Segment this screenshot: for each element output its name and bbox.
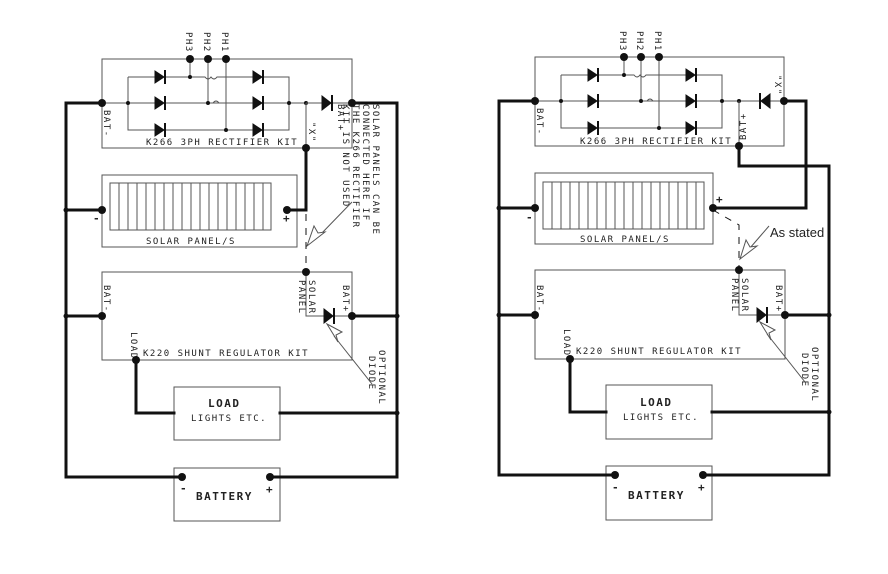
ph3-terminal[interactable] — [620, 53, 628, 61]
left-diagram: PH3 PH2 PH1 BAT- BAT+ "X" K266 3PH RECTI… — [63, 32, 400, 522]
solar-pos-label: + — [716, 193, 723, 206]
rect-bat-neg-label: BAT- — [534, 108, 544, 136]
diode-icon — [154, 70, 166, 84]
diode-icon — [154, 96, 166, 110]
ph1-terminal[interactable] — [655, 53, 663, 61]
load-box — [173, 386, 281, 441]
reg-solar-label: SOLAR — [306, 280, 316, 315]
ph3-label: PH3 — [183, 32, 193, 53]
load-subtitle: LIGHTS ETC. — [191, 414, 267, 424]
regulator-title: K220 SHUNT REGULATOR KIT — [576, 347, 742, 357]
battery-box — [605, 465, 713, 521]
reg-panel-label: PANEL — [729, 278, 739, 313]
svg-text:OPTIONAL: OPTIONAL — [809, 347, 819, 402]
load-title: LOAD — [640, 396, 673, 409]
x-label: "X" — [306, 122, 316, 143]
ph3-label: PH3 — [617, 31, 627, 52]
solar-note: SOLAR PANELS CAN BE CONNECTED HERE IF TH… — [340, 104, 380, 235]
diode-icon — [685, 94, 697, 108]
diode-icon — [587, 94, 599, 108]
svg-text:CONNECTED HERE IF: CONNECTED HERE IF — [360, 104, 370, 222]
right-diagram: PH3 PH2 PH1 BAT- BAT+ "X" K266 3PH RECTI… — [496, 31, 832, 521]
diode-icon — [252, 96, 264, 110]
battery-neg-label: - — [612, 481, 619, 494]
diode-icon — [685, 121, 697, 135]
battery-title: BATTERY — [628, 489, 685, 502]
load-title: LOAD — [208, 397, 241, 410]
svg-text:DIODE: DIODE — [799, 353, 809, 388]
ph2-label: PH2 — [634, 31, 644, 52]
rectifier-bridge — [535, 57, 784, 146]
reg-load-label: LOAD — [561, 329, 571, 357]
reg-solar-label: SOLAR — [739, 278, 749, 313]
note-arrow-icon — [305, 201, 353, 248]
diode-icon — [252, 70, 264, 84]
svg-text:SOLAR PANELS CAN BE: SOLAR PANELS CAN BE — [370, 104, 380, 235]
rect-bat-pos-label: BAT+ — [739, 112, 749, 140]
solar-neg-label: - — [526, 211, 533, 224]
reg-load-label: LOAD — [128, 332, 138, 360]
ph3-terminal[interactable] — [186, 55, 194, 63]
optional-diode-note: OPTIONAL DIODE — [799, 347, 819, 402]
svg-text:THE K266 RECTIFIER: THE K266 RECTIFIER — [350, 104, 360, 229]
battery-pos-label: + — [698, 481, 705, 494]
regulator-title: K220 SHUNT REGULATOR KIT — [143, 349, 309, 359]
load-subtitle: LIGHTS ETC. — [623, 413, 699, 423]
as-stated-annotation: As stated — [770, 225, 824, 240]
battery-box — [173, 467, 281, 522]
reg-bat-pos-label: BAT+ — [340, 285, 350, 313]
ph1-label: PH1 — [219, 32, 229, 53]
diode-icon — [321, 94, 333, 112]
rectifier-bridge — [102, 59, 352, 148]
ph2-terminal[interactable] — [204, 55, 212, 63]
wiring — [497, 99, 831, 477]
solar-title: SOLAR PANEL/S — [580, 235, 670, 245]
diode-icon — [685, 68, 697, 82]
x-label: "X" — [772, 75, 782, 96]
solar-cell-lines — [551, 182, 697, 229]
reversed-diode-icon — [759, 92, 771, 110]
diode-icon — [252, 123, 264, 137]
optional-arrow-icon — [758, 320, 806, 383]
wiring — [64, 101, 399, 479]
reg-panel-label: PANEL — [296, 280, 306, 315]
reg-bat-neg-label: BAT- — [101, 285, 111, 313]
reg-bat-neg-label: BAT- — [534, 285, 544, 313]
optional-diode-icon — [756, 306, 768, 324]
rectifier-title: K266 3PH RECTIFIER KIT — [146, 138, 298, 148]
svg-text:OPTIONAL: OPTIONAL — [376, 350, 386, 405]
reg-bat-pos-label: BAT+ — [773, 285, 783, 313]
optional-arrow-icon — [325, 322, 373, 385]
rect-bat-pos-label: BAT+ — [335, 104, 345, 132]
rect-bat-neg-label: BAT- — [101, 110, 111, 138]
solar-cell-lines — [118, 183, 264, 230]
ph2-terminal[interactable] — [637, 53, 645, 61]
diode-icon — [587, 68, 599, 82]
rectifier-title: K266 3PH RECTIFIER KIT — [580, 137, 732, 147]
load-box — [605, 384, 713, 440]
solar-neg-label: - — [93, 212, 100, 225]
junctions — [63, 99, 400, 481]
svg-text:DIODE: DIODE — [366, 356, 376, 391]
optional-diode-icon — [323, 307, 335, 325]
ph1-label: PH1 — [652, 31, 662, 52]
ph1-terminal[interactable] — [222, 55, 230, 63]
solar-pos-label: + — [283, 212, 290, 225]
diode-icon — [587, 121, 599, 135]
solar-title: SOLAR PANEL/S — [146, 237, 236, 247]
junctions — [496, 97, 832, 479]
optional-diode-note: OPTIONAL DIODE — [366, 350, 386, 405]
diode-icon — [154, 123, 166, 137]
battery-neg-label: - — [180, 482, 187, 495]
ph2-label: PH2 — [201, 32, 211, 53]
svg-text:KIT IS NOT USED: KIT IS NOT USED — [340, 104, 350, 208]
battery-pos-label: + — [266, 483, 273, 496]
battery-title: BATTERY — [196, 490, 253, 503]
annotation-arrow-icon — [739, 225, 770, 261]
